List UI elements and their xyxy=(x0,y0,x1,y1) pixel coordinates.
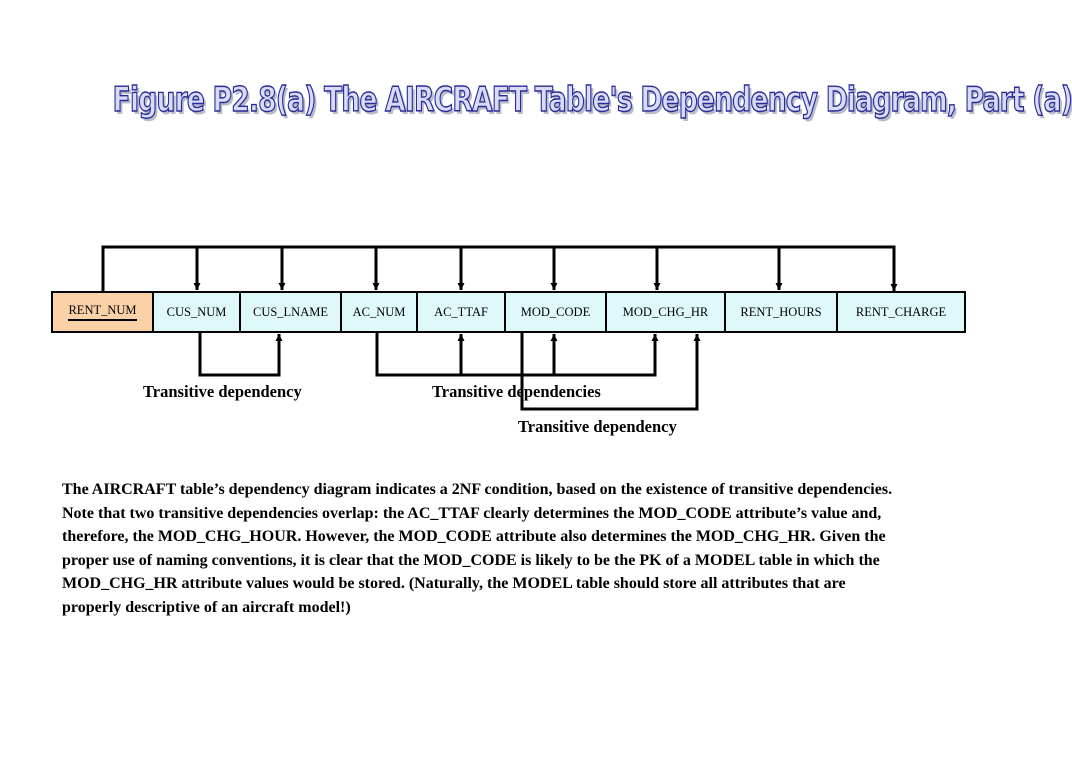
transitive-dependencies-label: Transitive dependencies xyxy=(432,382,601,401)
attribute-cus-lname: CUS_LNAME xyxy=(239,291,342,333)
transitive-arrow-cus-num-cus-lname xyxy=(198,333,283,377)
attribute-rent-hours: RENT_HOURS xyxy=(724,291,838,333)
attribute-label: RENT_NUM xyxy=(68,303,137,321)
attribute-label: MOD_CHG_HR xyxy=(622,304,709,319)
attribute-ac-ttaf: AC_TTAF xyxy=(416,291,506,333)
pk-dependency-bracket xyxy=(101,245,898,291)
attribute-rent-charge: RENT_CHARGE xyxy=(836,291,966,333)
attribute-label: CUS_LNAME xyxy=(252,304,328,319)
attribute-mod-code: MOD_CODE xyxy=(504,291,607,333)
attribute-cus-num: CUS_NUM xyxy=(152,291,241,333)
description-paragraph: The AIRCRAFT table’s dependency diagram … xyxy=(62,481,893,616)
attribute-label: RENT_CHARGE xyxy=(855,304,947,319)
dependency-arrows xyxy=(101,245,898,411)
attribute-label: CUS_NUM xyxy=(166,304,227,319)
attribute-rent-num: RENT_NUM xyxy=(51,291,154,333)
attribute-label: AC_NUM xyxy=(352,304,406,319)
transitive-arrow-mod-code-mod-chg-hr xyxy=(520,333,701,411)
transitive-dependency-label: Transitive dependency xyxy=(143,382,302,401)
attribute-label: RENT_HOURS xyxy=(740,304,822,319)
attribute-mod-chg-hr: MOD_CHG_HR xyxy=(605,291,726,333)
attribute-ac-num: AC_NUM xyxy=(340,291,418,333)
attribute-label: AC_TTAF xyxy=(434,304,488,319)
attribute-label: MOD_CODE xyxy=(520,304,591,319)
transitive-arrow-ac-num-mod-chg-hr xyxy=(375,333,659,377)
transitive-dependency-label-mod-code: Transitive dependency xyxy=(518,417,677,436)
